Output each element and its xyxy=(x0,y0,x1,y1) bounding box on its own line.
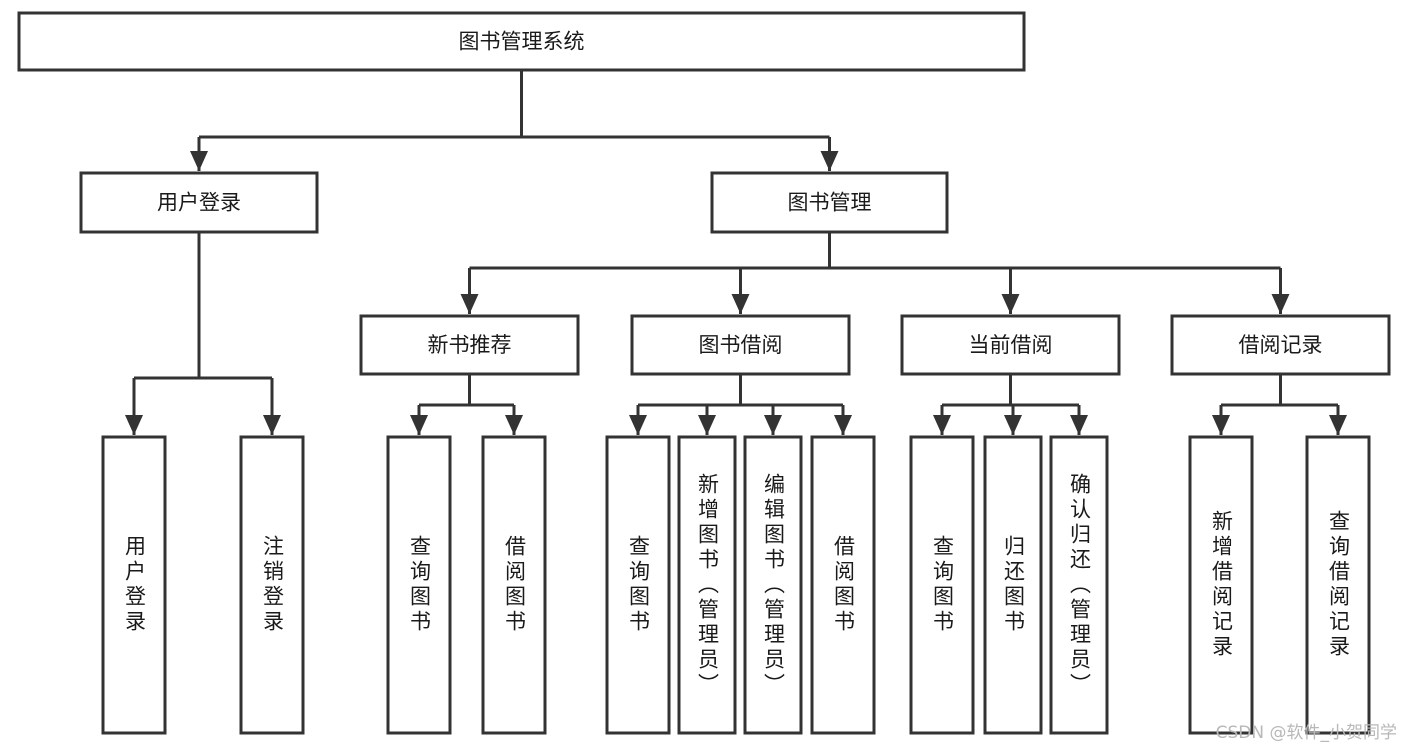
node-label-wrap: 查询图书 xyxy=(407,535,432,635)
arrow-head xyxy=(698,415,716,435)
arrow-head xyxy=(263,415,281,435)
node-rect xyxy=(1305,435,1371,735)
node-rect xyxy=(79,171,319,234)
arrow-head xyxy=(1004,415,1022,435)
node-label: 查询借阅记录 xyxy=(1326,510,1351,660)
node-layer: 图书管理系统用户登录图书管理新书推荐图书借阅当前借阅借阅记录用户登录注销登录查询… xyxy=(17,11,1391,735)
node-rect xyxy=(909,435,975,735)
node-rect xyxy=(101,435,167,735)
arrow-head xyxy=(505,415,523,435)
node-rect xyxy=(983,435,1043,735)
arrow-head xyxy=(1001,294,1020,314)
node-label: 当前借阅 xyxy=(969,333,1053,357)
node-label-wrap: 确认归还（管理员） xyxy=(1067,472,1092,698)
node-rect xyxy=(359,314,580,376)
node-label-wrap: 借阅图书 xyxy=(831,535,856,635)
node-label: 新增借阅记录 xyxy=(1209,510,1234,660)
node-label-wrap: 用户登录 xyxy=(122,535,147,635)
connector-layer xyxy=(125,70,1347,435)
node-label-wrap: 编辑图书（管理员） xyxy=(761,472,786,698)
arrow-head xyxy=(1212,415,1230,435)
node-label: 借阅记录 xyxy=(1239,333,1323,357)
arrow-head xyxy=(629,415,647,435)
node-rect xyxy=(710,171,949,234)
node-label: 注销登录 xyxy=(260,535,285,635)
node-rect xyxy=(900,314,1121,376)
node-label-wrap: 借阅图书 xyxy=(502,535,527,635)
node-label-wrap: 查询图书 xyxy=(930,535,955,635)
node-label: 归还图书 xyxy=(1001,535,1026,635)
node-label: 编辑图书（管理员） xyxy=(761,472,786,698)
arrow-head xyxy=(834,415,852,435)
node-rect xyxy=(481,435,547,735)
node-rect xyxy=(743,435,803,735)
node-rect xyxy=(1188,435,1254,735)
node-label: 用户登录 xyxy=(157,191,241,215)
node-leaf-query-book-1[interactable]: 查询图书 xyxy=(386,435,452,735)
node-rect xyxy=(605,435,671,735)
node-leaf-user-login[interactable]: 用户登录 xyxy=(101,435,167,735)
node-rect xyxy=(386,435,452,735)
node-label-wrap: 新增借阅记录 xyxy=(1209,510,1234,660)
node-leaf-return-book[interactable]: 归还图书 xyxy=(983,435,1043,735)
node-label: 新书推荐 xyxy=(428,333,512,357)
node-leaf-borrow-book-1[interactable]: 借阅图书 xyxy=(481,435,547,735)
node-rect xyxy=(677,435,737,735)
arrow-head xyxy=(460,294,479,314)
node-rect xyxy=(239,435,305,735)
node-label: 查询图书 xyxy=(626,535,651,635)
node-leaf-add-record[interactable]: 新增借阅记录 xyxy=(1188,435,1254,735)
node-leaf-edit-book[interactable]: 编辑图书（管理员） xyxy=(743,435,803,735)
node-label-wrap: 注销登录 xyxy=(260,535,285,635)
node-label: 查询图书 xyxy=(407,535,432,635)
node-label: 图书管理 xyxy=(788,191,872,215)
node-label-wrap: 查询借阅记录 xyxy=(1326,510,1351,660)
arrow-head xyxy=(1070,415,1088,435)
node-label: 图书管理系统 xyxy=(459,30,585,54)
arrow-head xyxy=(1271,294,1290,314)
node-label: 用户登录 xyxy=(122,535,147,635)
node-book-manage[interactable]: 图书管理 xyxy=(710,171,949,234)
arrow-head xyxy=(764,415,782,435)
node-borrow-record[interactable]: 借阅记录 xyxy=(1170,314,1391,376)
node-leaf-borrow-book-2[interactable]: 借阅图书 xyxy=(810,435,876,735)
node-leaf-user-logout[interactable]: 注销登录 xyxy=(239,435,305,735)
node-new-book-rec[interactable]: 新书推荐 xyxy=(359,314,580,376)
node-user-login[interactable]: 用户登录 xyxy=(79,171,319,234)
node-root-system[interactable]: 图书管理系统 xyxy=(17,11,1026,72)
node-label: 借阅图书 xyxy=(831,535,856,635)
node-label: 图书借阅 xyxy=(699,333,783,357)
node-rect xyxy=(1049,435,1109,735)
node-label: 确认归还（管理员） xyxy=(1067,472,1092,698)
node-rect xyxy=(1170,314,1391,376)
arrow-head xyxy=(410,415,428,435)
node-leaf-query-record[interactable]: 查询借阅记录 xyxy=(1305,435,1371,735)
node-label-wrap: 查询图书 xyxy=(626,535,651,635)
node-rect xyxy=(17,11,1026,72)
arrow-head xyxy=(820,151,839,171)
arrow-head xyxy=(1329,415,1347,435)
node-label-wrap: 新增图书（管理员） xyxy=(695,472,720,698)
node-rect xyxy=(630,314,851,376)
arrow-head xyxy=(731,294,750,314)
node-current-borrow[interactable]: 当前借阅 xyxy=(900,314,1121,376)
node-leaf-query-book-3[interactable]: 查询图书 xyxy=(909,435,975,735)
node-leaf-query-book-2[interactable]: 查询图书 xyxy=(605,435,671,735)
node-leaf-add-book[interactable]: 新增图书（管理员） xyxy=(677,435,737,735)
node-leaf-confirm-return[interactable]: 确认归还（管理员） xyxy=(1049,435,1109,735)
node-label-wrap: 归还图书 xyxy=(1001,535,1026,635)
node-book-borrow[interactable]: 图书借阅 xyxy=(630,314,851,376)
node-label: 新增图书（管理员） xyxy=(695,472,720,698)
arrow-head xyxy=(125,415,143,435)
arrow-head xyxy=(190,151,208,171)
node-rect xyxy=(810,435,876,735)
node-label: 借阅图书 xyxy=(502,535,527,635)
arrow-head xyxy=(933,415,951,435)
watermark-text: CSDN @软件_小贺同学 xyxy=(1215,723,1397,743)
node-label: 查询图书 xyxy=(930,535,955,635)
